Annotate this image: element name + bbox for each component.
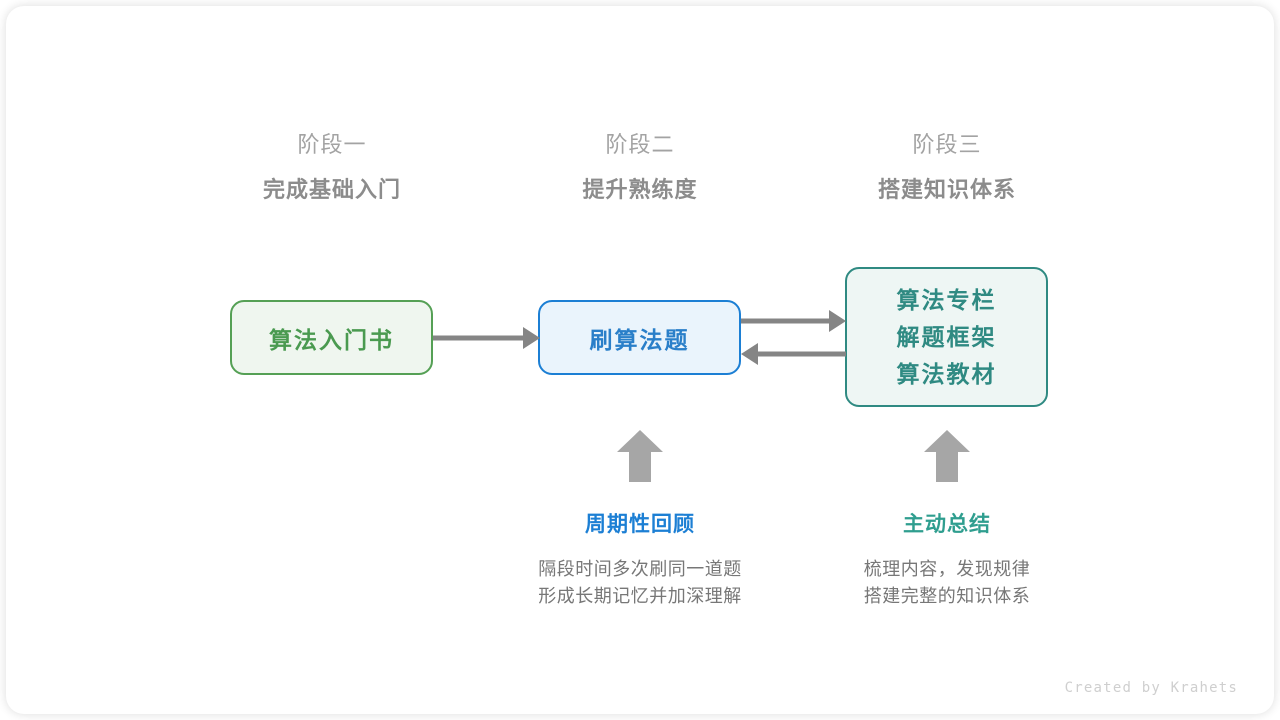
annotation-2-title: 主动总结: [903, 513, 991, 536]
stage-1-subtitle: 阶段一: [297, 132, 367, 157]
stage-header-1: 阶段一 完成基础入门: [202, 130, 462, 205]
node-practice-problems[interactable]: 刷算法题: [538, 300, 741, 375]
stage-header-2: 阶段二 提升熟练度: [510, 130, 770, 205]
up-arrow-periodic-review: [617, 430, 663, 482]
node-algorithm-intro-book[interactable]: 算法入门书: [230, 300, 433, 375]
node-resources-line-3: 算法教材: [896, 360, 997, 387]
annotation-2-desc-line-1: 梳理内容，发现规律: [863, 559, 1031, 579]
annotation-2-description: 梳理内容，发现规律 搭建完整的知识体系: [797, 556, 1097, 610]
node-knowledge-resources[interactable]: 算法专栏 解题框架 算法教材: [845, 267, 1048, 407]
node-resources-line-2: 解题框架: [896, 323, 997, 350]
stage-3-subtitle: 阶段三: [912, 132, 982, 157]
annotation-2-desc-line-2: 搭建完整的知识体系: [863, 586, 1031, 606]
credit-label: Created by Krahets: [1064, 680, 1238, 696]
node-practice-label: 刷算法题: [589, 326, 690, 353]
node-book-label: 算法入门书: [269, 326, 394, 353]
up-arrow-active-summary: [924, 430, 970, 482]
arrow-resources-to-practice: [741, 343, 846, 365]
annotation-periodic-review: 周期性回顾 隔段时间多次刷同一道题 形成长期记忆并加深理解: [490, 511, 790, 610]
annotation-1-title: 周期性回顾: [585, 513, 695, 536]
stage-2-title: 提升熟练度: [582, 177, 698, 202]
annotation-1-description: 隔段时间多次刷同一道题 形成长期记忆并加深理解: [490, 556, 790, 610]
annotation-1-desc-line-1: 隔段时间多次刷同一道题: [538, 559, 742, 579]
node-resources-line-1: 算法专栏: [896, 286, 997, 313]
stage-header-3: 阶段三 搭建知识体系: [817, 130, 1077, 205]
arrow-practice-to-resources: [741, 310, 846, 332]
stage-1-title: 完成基础入门: [262, 177, 401, 202]
annotation-1-desc-line-2: 形成长期记忆并加深理解: [538, 586, 742, 606]
stage-2-subtitle: 阶段二: [605, 132, 675, 157]
stage-3-title: 搭建知识体系: [877, 177, 1016, 202]
arrow-book-to-practice: [433, 327, 540, 349]
annotation-active-summary: 主动总结 梳理内容，发现规律 搭建完整的知识体系: [797, 511, 1097, 610]
